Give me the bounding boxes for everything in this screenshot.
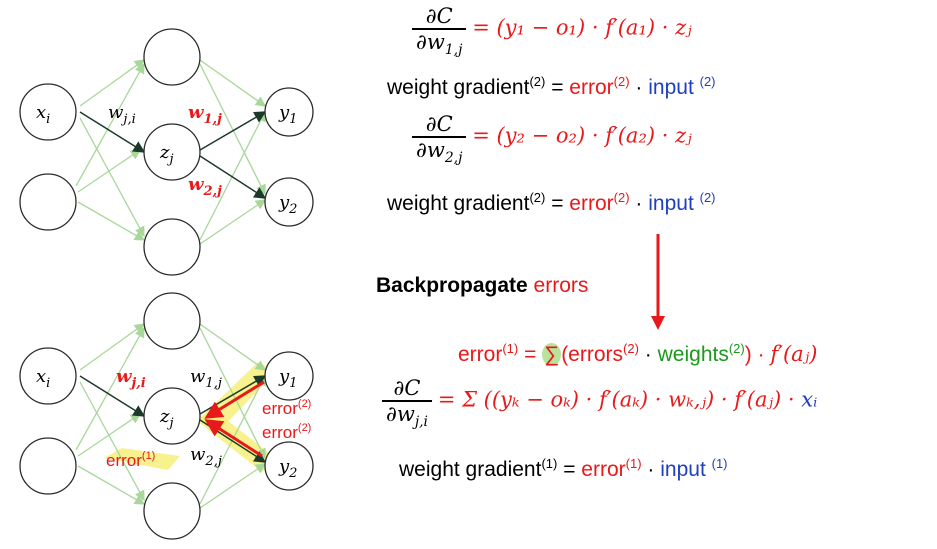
bottom-edge-x-z	[79, 375, 146, 417]
sigma-highlight: ∑	[542, 343, 562, 366]
bottom-label-x: xi	[36, 366, 50, 391]
bottom-edges	[75, 323, 267, 509]
error1-label: error(1)	[106, 450, 155, 470]
bottom-label-y1: y1	[278, 366, 297, 391]
top-node-input-2	[19, 173, 77, 231]
bottom-label-y2: y2	[278, 456, 297, 481]
bottom-label-z: zj	[159, 406, 174, 431]
weight-gradient-1: weight gradient(1) = error(1) · input (1…	[399, 456, 728, 481]
top-node-hidden-3	[143, 218, 201, 276]
top-label-z: zj	[159, 142, 174, 167]
top-node-hidden-1	[143, 28, 201, 86]
error1-definition: error(1) = ∑(errors(2) · weights(2)) · f…	[458, 341, 818, 366]
equation-rhs-2: = (y₂ − o₂) · f′(a₂) · zⱼ	[472, 123, 692, 148]
top-node-y1	[264, 87, 314, 137]
bottom-network: xi zj y1 y2 w1,j w2,j wj,i error(2) erro…	[19, 292, 314, 540]
top-weight-ji: wj,i	[108, 102, 136, 127]
top-node-z	[143, 123, 201, 181]
top-label-y1: y1	[278, 102, 297, 127]
network-diagrams: xi zj y1 y2 wj,i w1,j w2,j	[19, 28, 314, 540]
error2-label-y1: error(2)	[262, 398, 311, 418]
equation-dC-dw2j: ∂C ∂w2,j = (y₂ − o₂) · f′(a₂) · zⱼ	[412, 112, 692, 165]
weight-gradient-2b: weight gradient(2) = error(2) · input (2…	[387, 190, 716, 215]
bottom-weight-1j: w1,j	[190, 366, 222, 391]
top-edge-x-z	[79, 111, 146, 153]
equation-rhs-1: = (y₁ − o₁) · f′(a₁) · zⱼ	[472, 15, 692, 40]
top-label-y2: y2	[278, 192, 297, 217]
top-network: xi zj y1 y2 wj,i w1,j w2,j	[19, 28, 314, 276]
bottom-node-z	[143, 387, 201, 445]
top-weight-1j: w1,j	[188, 102, 222, 127]
bottom-node-hidden-1	[143, 292, 201, 350]
bottom-node-y1	[264, 351, 314, 401]
equation-dC-dw1j: ∂C ∂w1,j = (y₁ − o₁) · f′(a₁) · zⱼ	[412, 4, 692, 57]
top-label-x: xi	[36, 102, 50, 127]
top-node-x	[19, 83, 77, 141]
top-weight-2j: w2,j	[188, 174, 222, 199]
bottom-node-y2	[264, 441, 314, 491]
top-node-y2	[264, 177, 314, 227]
bottom-node-hidden-3	[143, 482, 201, 540]
bottom-node-input-2	[19, 437, 77, 495]
bottom-weight-ji: wj,i	[116, 366, 146, 391]
weight-gradient-2a: weight gradient(2) = error(2) · input (2…	[387, 74, 716, 99]
equation-dC-dwji: ∂C ∂wj,i = Σ ((yₖ − oₖ) · f′(aₖ) · wₖ,ⱼ)…	[382, 376, 817, 429]
top-edge-z-y2	[199, 155, 267, 199]
backprop-down-arrow	[651, 234, 665, 330]
top-edge-z-y1	[199, 111, 267, 151]
error-highlight-band	[104, 448, 180, 470]
bottom-weight-2j: w2,j	[190, 444, 222, 469]
bottom-node-x	[19, 347, 77, 405]
backpropagate-errors-label: Backpropagate errors	[376, 274, 589, 297]
backprop-arrows	[204, 380, 265, 458]
error2-label-y2: error(2)	[262, 422, 311, 442]
top-edges	[75, 59, 267, 245]
